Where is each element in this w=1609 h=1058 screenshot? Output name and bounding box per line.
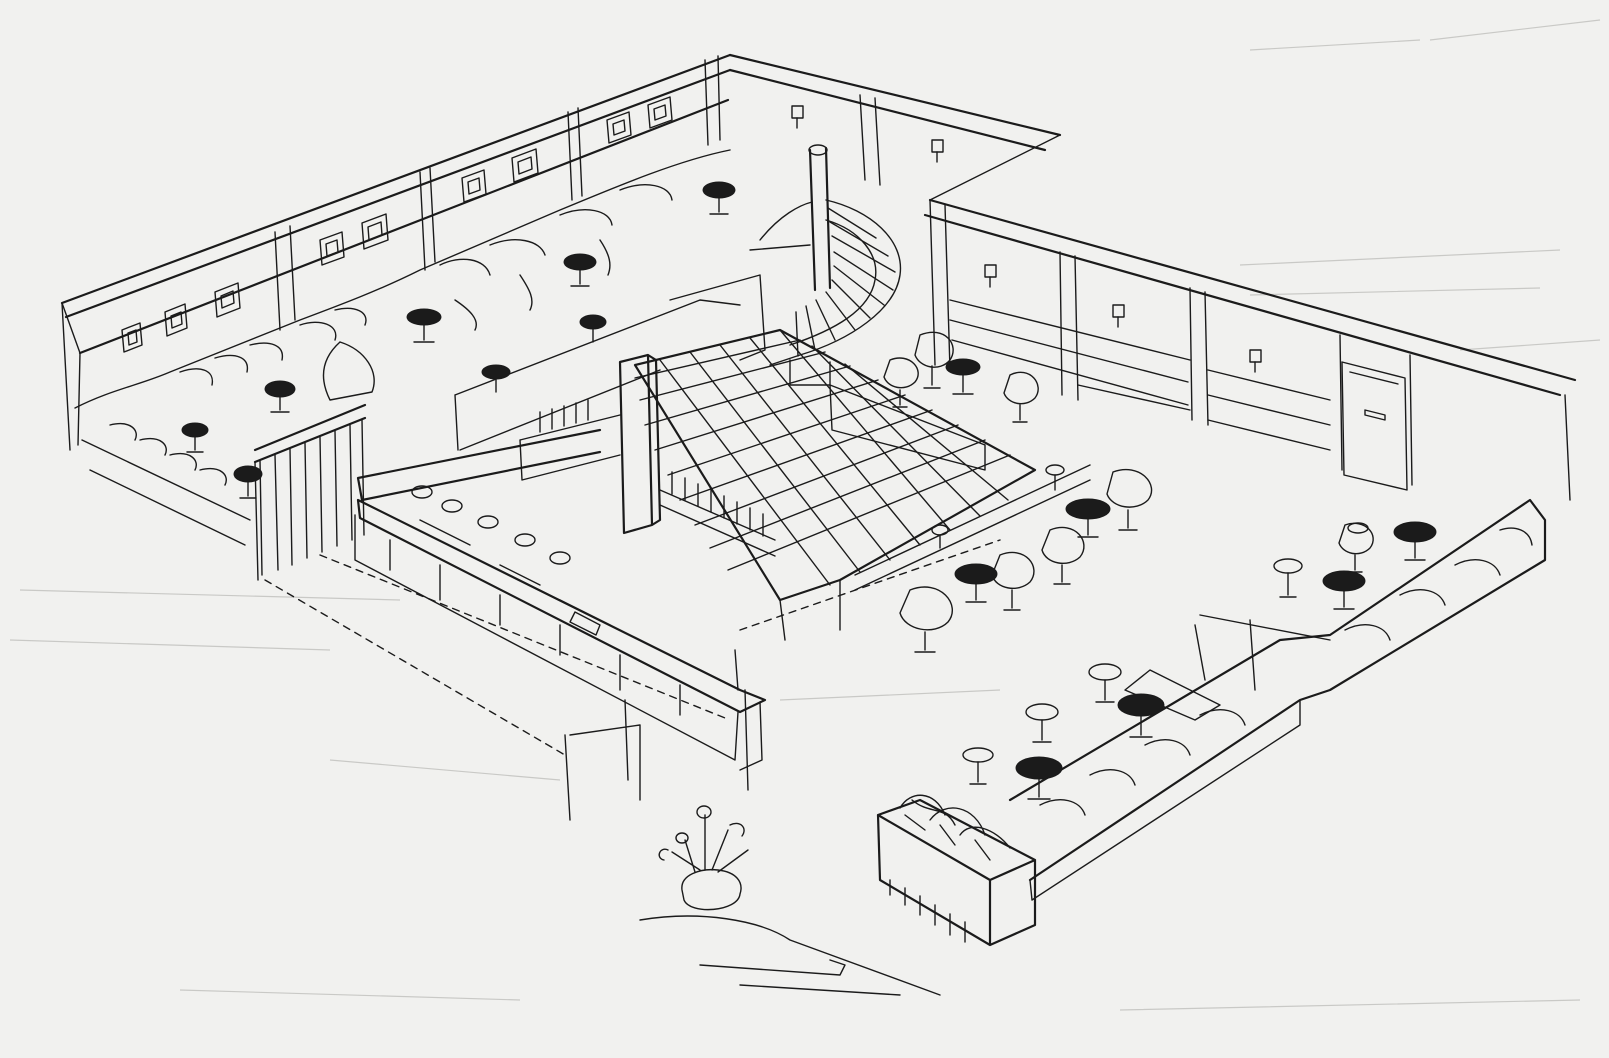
bar-stools: [411, 485, 571, 565]
table: [945, 358, 981, 395]
picture-frame: [319, 231, 345, 266]
wall-sconces: [791, 105, 1262, 373]
table: [233, 465, 263, 499]
right-wall: [728, 53, 1577, 501]
left-balustrade: [253, 403, 367, 581]
bar-back: [519, 353, 776, 557]
table: [181, 422, 209, 453]
entry-steps: [564, 649, 941, 996]
planter-box: [876, 794, 1037, 947]
picture-frame: [606, 111, 632, 144]
bar-stool: [441, 499, 463, 513]
floor-partition: [454, 274, 1091, 591]
wall-sconce: [1112, 304, 1125, 328]
spiral-staircase: [749, 144, 902, 386]
dance-floor: [633, 328, 1037, 641]
chair: [1088, 663, 1122, 703]
chair: [914, 331, 954, 389]
table: [579, 314, 607, 343]
picture-frame: [511, 148, 539, 183]
lounge-tables: [181, 181, 1437, 800]
chair: [1045, 464, 1065, 491]
wall-sconce: [984, 264, 997, 288]
wall-sconce: [791, 105, 804, 129]
floor-edge: [264, 539, 1001, 756]
tulip-chairs: [883, 331, 1374, 785]
picture-frame: [361, 213, 389, 250]
bar-stool: [477, 515, 499, 529]
corner-sofa-right: [1008, 498, 1547, 901]
potted-plant: [658, 805, 749, 911]
back-wall: [60, 53, 732, 451]
corner-sofa-left: [74, 149, 731, 546]
door: [1341, 361, 1408, 491]
table: [1117, 693, 1165, 738]
chair: [899, 586, 953, 653]
bar-stool: [411, 485, 433, 499]
table: [1322, 570, 1366, 610]
picture-frame: [647, 96, 673, 129]
bar-counter: [354, 428, 767, 771]
chair: [1041, 526, 1085, 585]
table: [702, 181, 736, 215]
chair: [1338, 522, 1374, 573]
table: [954, 563, 998, 603]
wall-sconce: [931, 139, 944, 163]
picture-frame: [121, 322, 143, 353]
table: [1065, 498, 1111, 538]
chair: [962, 747, 994, 785]
show-through-marks: [9, 19, 1601, 1011]
table: [406, 308, 442, 343]
framed-pictures: [121, 96, 673, 353]
chair: [1273, 558, 1303, 598]
chair: [883, 357, 919, 408]
chair: [1106, 469, 1153, 531]
table: [264, 380, 296, 413]
chair: [1003, 371, 1039, 423]
table: [1015, 756, 1063, 800]
picture-frame: [214, 282, 241, 318]
chair: [991, 551, 1035, 611]
picture-frame: [164, 303, 188, 337]
table: [563, 253, 597, 287]
wall-sconce: [1249, 349, 1262, 373]
chair: [931, 524, 949, 549]
bar-stool: [549, 551, 571, 565]
chair: [1025, 703, 1059, 743]
bar-stool: [514, 533, 536, 547]
picture-frame: [461, 169, 487, 203]
table: [1393, 521, 1437, 561]
